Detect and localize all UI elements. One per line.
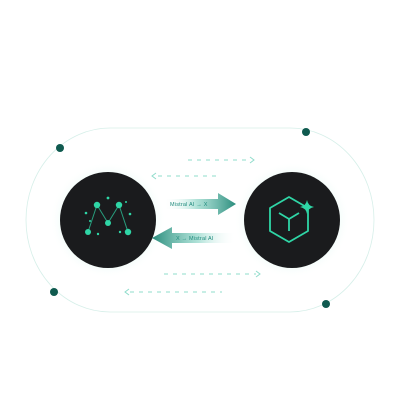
- orbit-track: [25, 127, 375, 313]
- backward-arrow-label: X → Mistral AI: [176, 236, 214, 242]
- chevron-right-icon: [249, 156, 255, 164]
- chevron-left-icon: [151, 172, 157, 180]
- orbit-dot: [322, 300, 330, 308]
- chevron-right-icon: [255, 270, 261, 278]
- right-node[interactable]: [244, 172, 340, 268]
- chevron-left-icon: [124, 288, 130, 296]
- forward-arrow: Mistral AI → X: [164, 193, 236, 215]
- orbit-dot: [302, 128, 310, 136]
- dashed-connectors: [124, 156, 261, 296]
- mistral-constellation-icon: [84, 196, 132, 236]
- backward-arrow: X → Mistral AI: [152, 227, 236, 249]
- forward-arrow-label: Mistral AI → X: [170, 202, 208, 208]
- orbit-dot: [56, 144, 64, 152]
- orbit-dot: [50, 288, 58, 296]
- cube-sparkle-icon: [269, 196, 314, 243]
